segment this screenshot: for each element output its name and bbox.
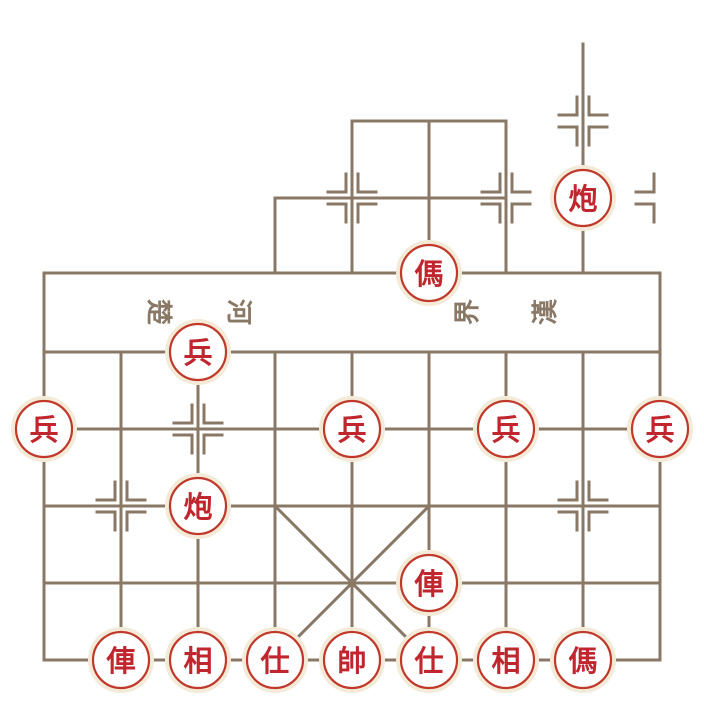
- piece-仕[interactable]: 仕: [396, 627, 462, 693]
- piece-label: 兵: [29, 413, 58, 447]
- piece-face: [91, 630, 151, 690]
- piece-face: [168, 476, 228, 536]
- piece-label: 俥: [413, 567, 443, 601]
- piece-相[interactable]: 相: [165, 627, 231, 693]
- piece-face: [553, 168, 613, 228]
- river-char-jie: 界: [453, 299, 483, 325]
- piece-face: [245, 630, 305, 690]
- piece-face: [553, 630, 613, 690]
- river: 楚 河 界 漢: [143, 298, 561, 325]
- position-mark-corner: [587, 125, 609, 147]
- piece-仕[interactable]: 仕: [242, 627, 308, 693]
- piece-label: 炮: [568, 182, 597, 216]
- river-char-han: 漢: [531, 298, 561, 325]
- piece-face: [399, 553, 459, 613]
- piece-face: [168, 322, 228, 382]
- palace-diagonal: [272, 503, 432, 663]
- position-mark-corner: [587, 95, 609, 117]
- piece-傌[interactable]: 傌: [396, 240, 462, 306]
- position-mark-corner: [95, 510, 117, 532]
- piece-face: [399, 630, 459, 690]
- piece-兵[interactable]: 兵: [165, 319, 231, 385]
- piece-label: 兵: [491, 413, 520, 447]
- river-char-chu: 楚: [143, 299, 173, 325]
- piece-face: [168, 630, 228, 690]
- piece-俥[interactable]: 俥: [396, 550, 462, 616]
- position-mark-corner: [634, 202, 656, 224]
- piece-label: 仕: [259, 644, 289, 678]
- position-mark-corner: [510, 202, 532, 224]
- position-mark-corner: [95, 480, 117, 502]
- position-mark-corner: [480, 172, 502, 194]
- piece-face: [14, 399, 74, 459]
- position-mark-corner: [125, 510, 147, 532]
- piece-face: [630, 399, 690, 459]
- position-mark-corner: [326, 202, 348, 224]
- piece-兵[interactable]: 兵: [319, 396, 385, 462]
- piece-兵[interactable]: 兵: [473, 396, 539, 462]
- position-marks: [95, 95, 656, 532]
- pieces: 炮傌兵兵兵兵兵炮俥俥相仕帥仕相傌: [11, 165, 693, 693]
- position-mark-corner: [510, 172, 532, 194]
- position-mark-corner: [326, 172, 348, 194]
- piece-label: 俥: [105, 644, 135, 678]
- piece-label: 兵: [645, 413, 674, 447]
- piece-face: [322, 630, 382, 690]
- position-mark-corner: [202, 433, 224, 455]
- position-mark-corner: [587, 480, 609, 502]
- position-mark-corner: [557, 510, 579, 532]
- piece-label: 仕: [413, 644, 443, 678]
- piece-炮[interactable]: 炮: [550, 165, 616, 231]
- position-mark-corner: [356, 172, 378, 194]
- piece-兵[interactable]: 兵: [627, 396, 693, 462]
- position-mark-corner: [480, 202, 502, 224]
- position-mark-corner: [172, 433, 194, 455]
- piece-label: 兵: [183, 336, 212, 370]
- position-mark-corner: [634, 172, 656, 194]
- piece-label: 兵: [337, 413, 366, 447]
- piece-帥[interactable]: 帥: [319, 627, 385, 693]
- piece-相[interactable]: 相: [473, 627, 539, 693]
- piece-label: 傌: [414, 257, 443, 291]
- position-mark-corner: [557, 125, 579, 147]
- position-mark-corner: [557, 480, 579, 502]
- position-mark-corner: [356, 202, 378, 224]
- piece-俥[interactable]: 俥: [88, 627, 154, 693]
- position-mark-corner: [202, 403, 224, 425]
- position-mark-corner: [172, 403, 194, 425]
- position-mark-corner: [125, 480, 147, 502]
- position-mark-corner: [557, 95, 579, 117]
- piece-label: 傌: [568, 644, 597, 678]
- piece-傌[interactable]: 傌: [550, 627, 616, 693]
- piece-face: [322, 399, 382, 459]
- piece-face: [476, 399, 536, 459]
- piece-label: 相: [183, 644, 212, 678]
- piece-label: 相: [491, 644, 520, 678]
- river-char-he: 河: [223, 299, 253, 325]
- piece-label: 炮: [183, 490, 212, 524]
- piece-兵[interactable]: 兵: [11, 396, 77, 462]
- piece-炮[interactable]: 炮: [165, 473, 231, 539]
- board-grid: [42, 42, 662, 663]
- piece-face: [476, 630, 536, 690]
- piece-label: 帥: [337, 644, 366, 678]
- position-mark-corner: [587, 510, 609, 532]
- piece-face: [399, 243, 459, 303]
